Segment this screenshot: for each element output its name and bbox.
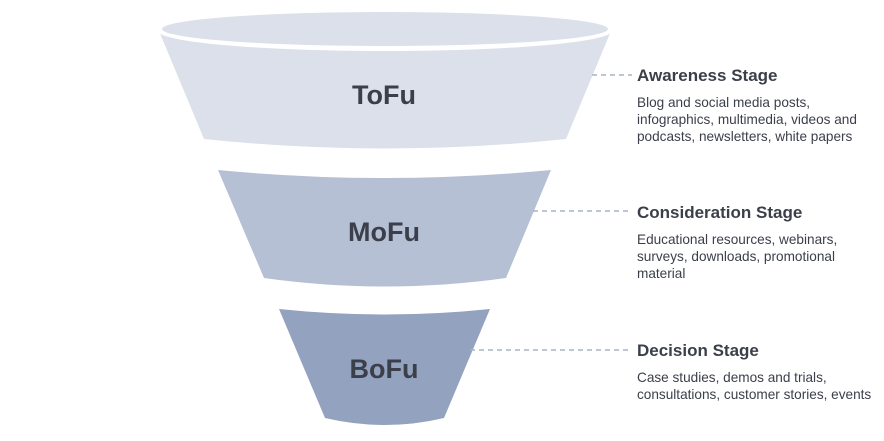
stage-title-consideration: Consideration Stage — [637, 203, 803, 222]
tofu-label: ToFu — [352, 80, 416, 110]
stage-text-decision: Case studies, demos and trials, consulta… — [637, 370, 872, 402]
stage-description-decision: Decision Stage Case studies, demos and t… — [637, 341, 882, 403]
mofu-label: MoFu — [348, 217, 420, 247]
stage-title-decision: Decision Stage — [637, 341, 759, 360]
stage-title-awareness: Awareness Stage — [637, 66, 778, 85]
stage-description-consideration: Consideration Stage Educational resource… — [637, 203, 882, 282]
stage-description-awareness: Awareness Stage Blog and social media po… — [637, 66, 882, 145]
stage-text-consideration: Educational resources, webinars, surveys… — [637, 232, 838, 281]
funnel-segment-tofu: ToFu — [158, 11, 612, 149]
tofu-body — [159, 31, 611, 149]
mofu-body — [218, 170, 551, 287]
stage-text-awareness: Blog and social media posts, infographic… — [637, 95, 857, 144]
bofu-body — [279, 309, 490, 425]
funnel-segment-mofu: MoFu — [218, 170, 551, 287]
funnel-segment-bofu: BoFu — [279, 309, 490, 425]
tofu-rim-inner — [162, 12, 608, 46]
bofu-label: BoFu — [350, 354, 419, 384]
